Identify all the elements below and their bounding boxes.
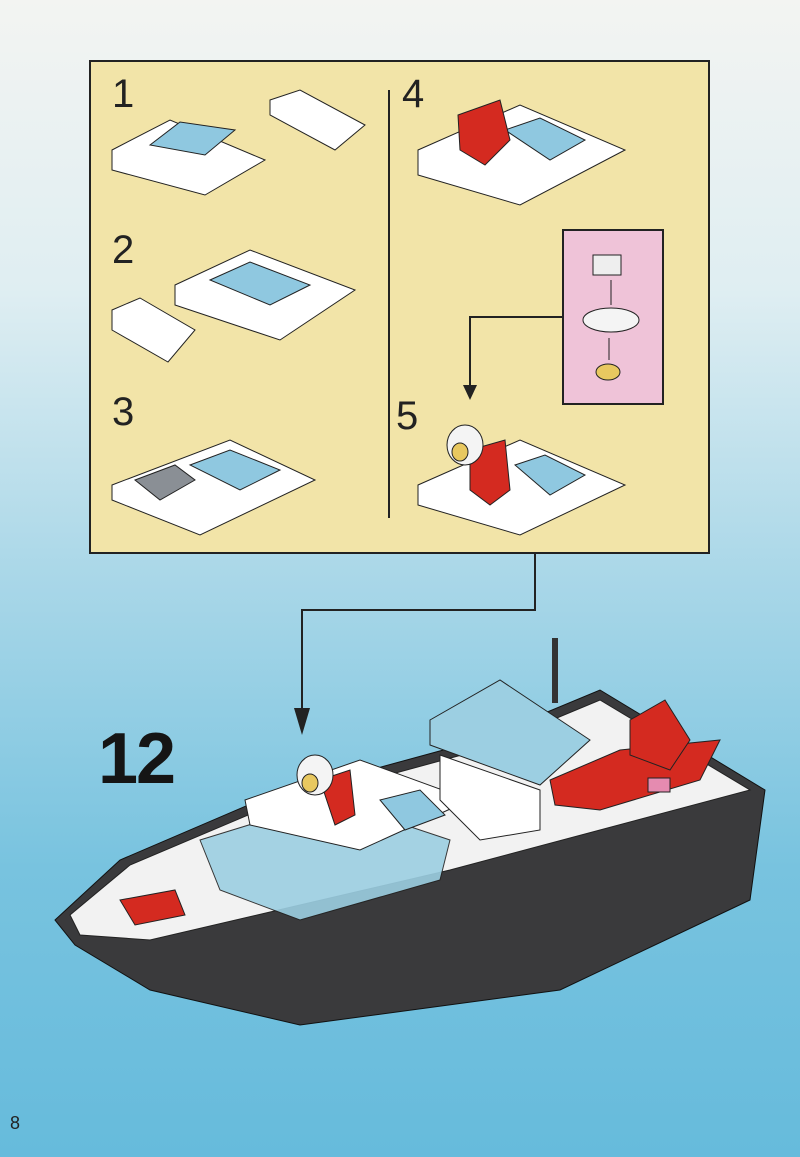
callout-arrow [469, 316, 562, 395]
step-4-illustration [417, 99, 627, 206]
step-1-illustration [111, 89, 366, 196]
page-number: 8 [10, 1113, 21, 1133]
step-2-illustration [111, 249, 357, 363]
step-number-3: 3 [112, 390, 135, 434]
step-number-1: 1 [112, 72, 135, 116]
boat-illustration [54, 638, 766, 1026]
step-number-2: 2 [112, 228, 135, 272]
step-number-4: 4 [402, 72, 425, 116]
step-number-5: 5 [396, 394, 419, 438]
panel-divider [388, 90, 390, 518]
callout-parts [582, 254, 640, 381]
main-step-number: 12 [98, 719, 176, 799]
assembly-arrow [301, 552, 536, 720]
step-5-illustration [417, 424, 627, 536]
step-3-illustration [111, 439, 317, 536]
